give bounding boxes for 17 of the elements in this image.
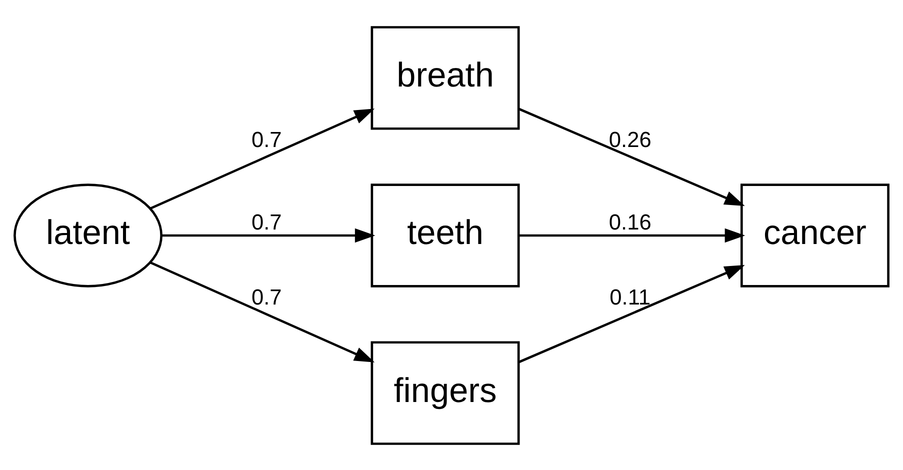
node-box: fingers: [370, 340, 520, 444]
node-box: cancer: [740, 183, 890, 287]
arrow: [150, 261, 375, 362]
arrow: [518, 228, 746, 242]
edge-label: 0.16: [608, 209, 652, 234]
edge-label: 0.7: [251, 284, 282, 309]
edge-label: 0.26: [608, 126, 652, 152]
edge-label: 0.7: [251, 126, 282, 152]
arrow: [162, 228, 376, 242]
arrow: [518, 107, 745, 206]
node-box: breath: [370, 26, 520, 130]
arrow: [150, 108, 375, 209]
edge-label: 0.11: [610, 284, 651, 309]
edge-label: 0.7: [251, 209, 282, 234]
node-box: teeth: [370, 183, 520, 287]
node-ellipse: latent: [14, 183, 162, 287]
arrow: [518, 264, 745, 363]
